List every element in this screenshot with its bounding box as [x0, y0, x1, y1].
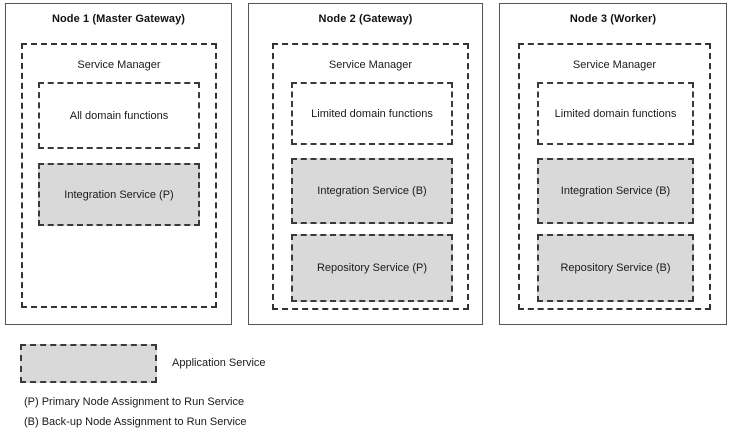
node-2-container: Node 2 (Gateway) Service Manager Limited…	[248, 3, 483, 325]
node-3-container: Node 3 (Worker) Service Manager Limited …	[499, 3, 727, 325]
node-3-service-manager: Service Manager Limited domain functions…	[518, 43, 711, 310]
node-1-box-all-domain-functions[interactable]: All domain functions	[38, 82, 200, 149]
node-2-title: Node 2 (Gateway)	[318, 13, 413, 25]
node-2-box-repository-service[interactable]: Repository Service (P)	[291, 234, 453, 302]
node-3-box-repository-service[interactable]: Repository Service (B)	[537, 234, 694, 302]
node-3-box-limited-domain-functions[interactable]: Limited domain functions	[537, 82, 694, 145]
node-2-box-limited-domain-functions[interactable]: Limited domain functions	[291, 82, 453, 145]
node-2-box-integration-service[interactable]: Integration Service (B)	[291, 158, 453, 224]
node-3-box-integration-service[interactable]: Integration Service (B)	[537, 158, 694, 224]
node-1-container: Node 1 (Master Gateway) Service Manager …	[5, 3, 232, 325]
node-2-service-manager-label: Service Manager	[328, 59, 413, 71]
legend-note-backup: (B) Back-up Node Assignment to Run Servi…	[24, 416, 247, 428]
legend-note-primary: (P) Primary Node Assignment to Run Servi…	[24, 396, 245, 408]
legend-application-service-swatch	[20, 344, 157, 383]
node-3-title: Node 3 (Worker)	[569, 13, 657, 25]
node-3-service-manager-label: Service Manager	[572, 59, 657, 71]
node-1-title: Node 1 (Master Gateway)	[51, 13, 186, 25]
node-1-service-manager-label: Service Manager	[77, 59, 161, 71]
node-1-box-integration-service[interactable]: Integration Service (P)	[38, 163, 200, 226]
node-2-service-manager: Service Manager Limited domain functions…	[272, 43, 469, 310]
node-1-service-manager: Service Manager All domain functions Int…	[21, 43, 217, 308]
legend-application-service-label: Application Service	[172, 357, 266, 369]
